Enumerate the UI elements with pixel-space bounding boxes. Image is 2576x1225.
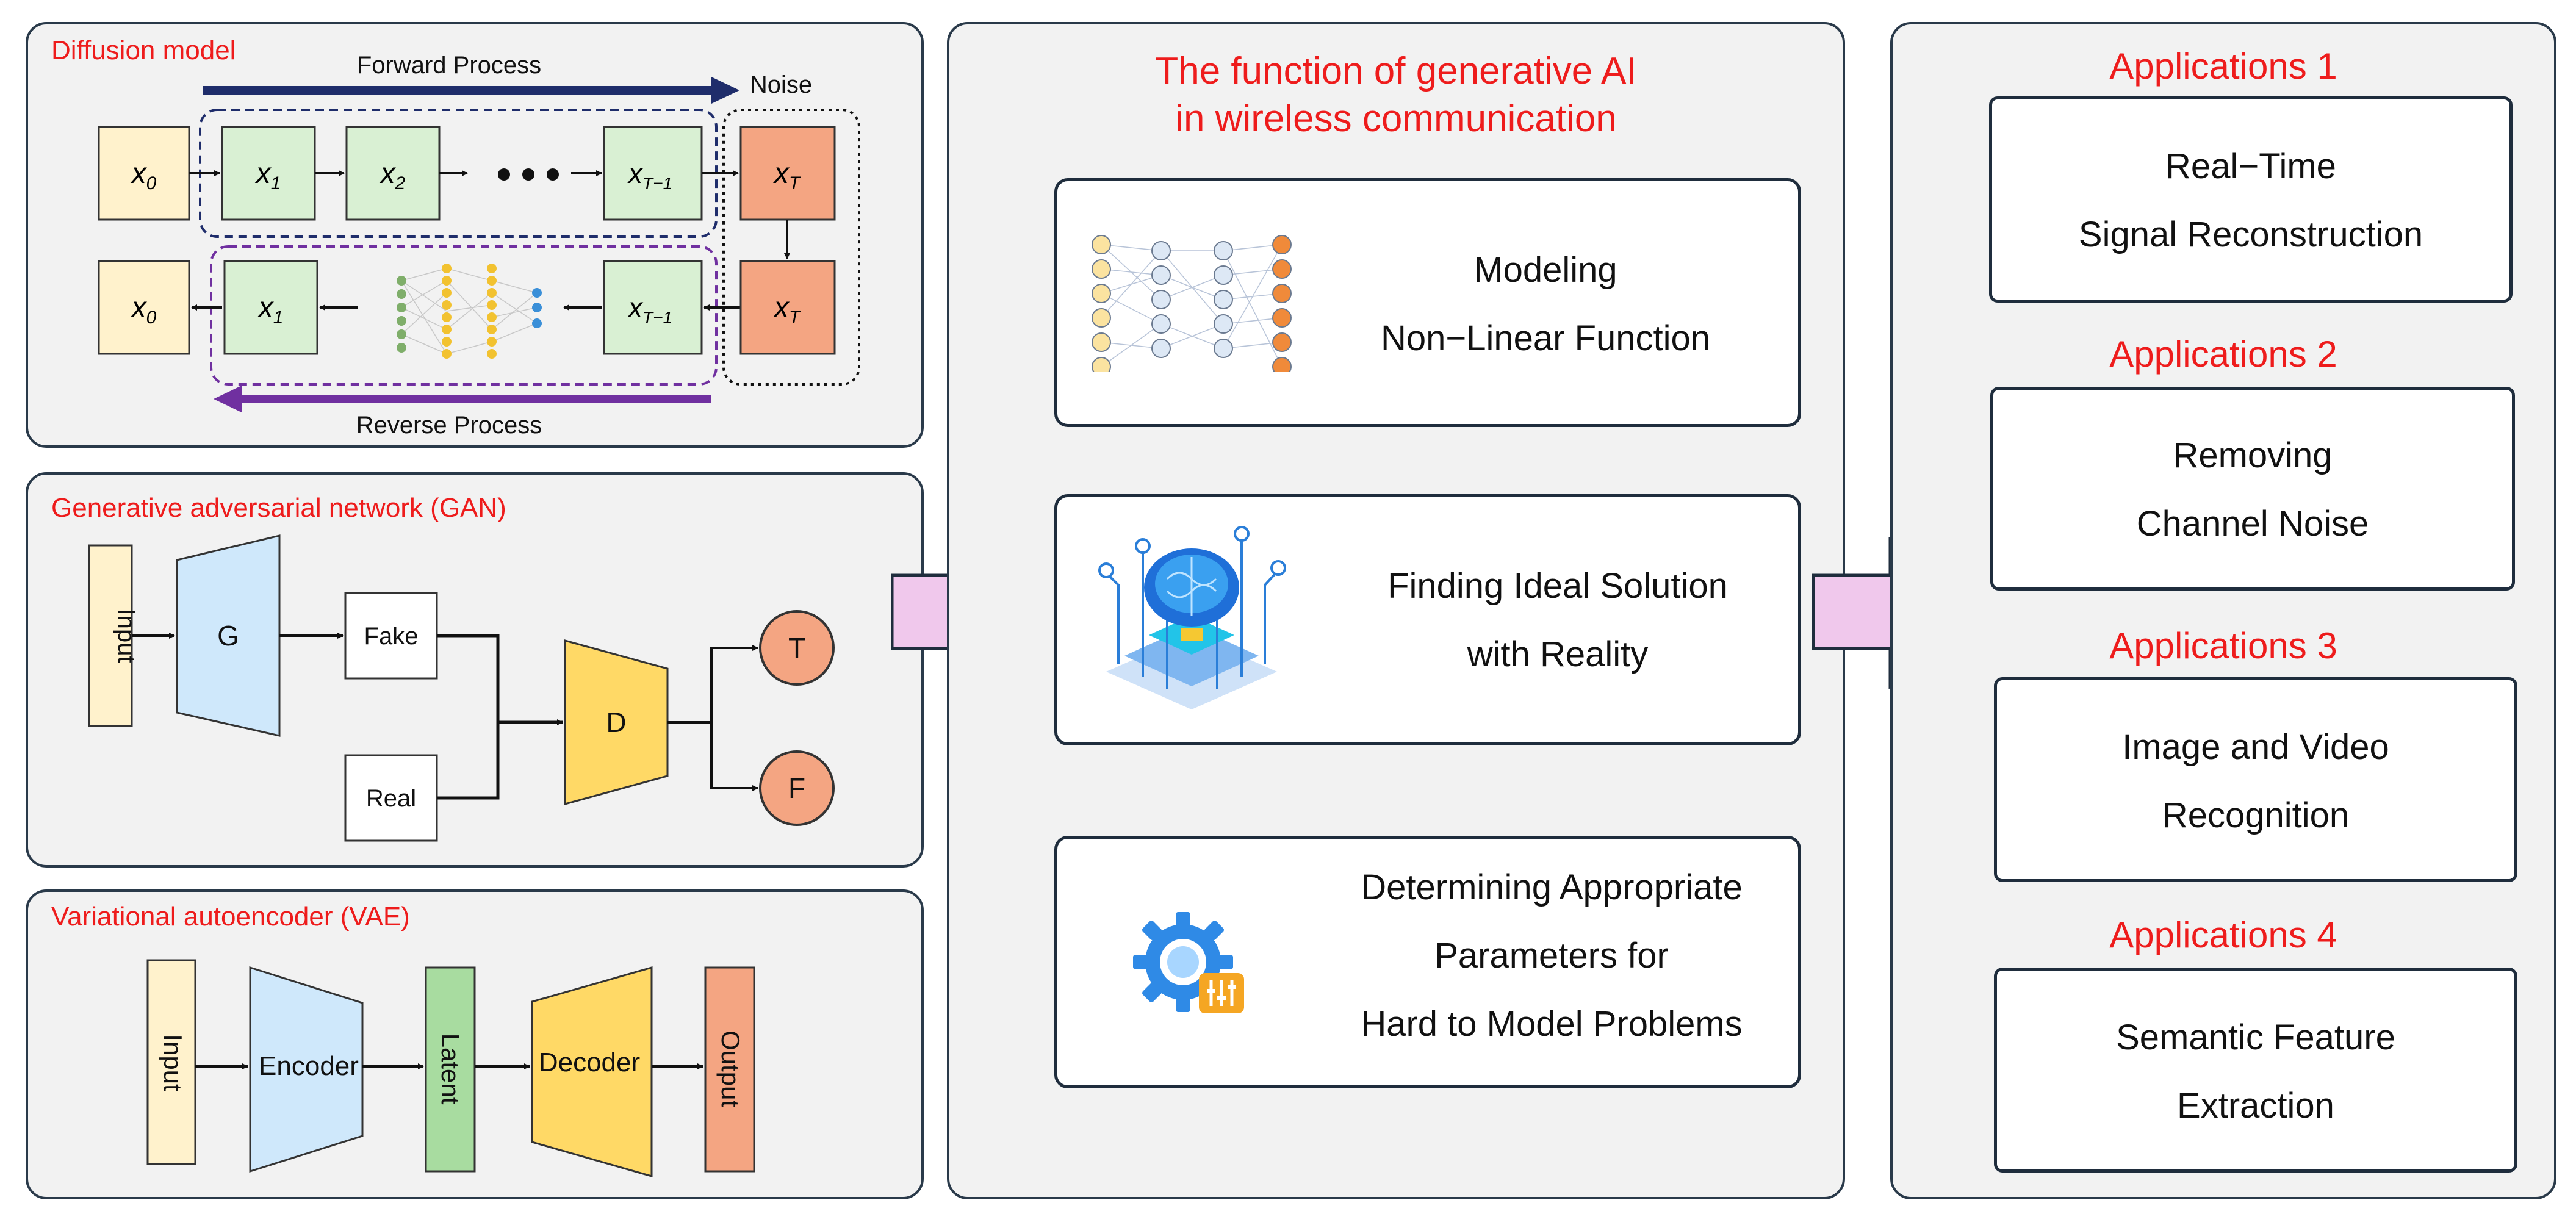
x1-node — [221, 126, 316, 221]
true-output-label: T — [788, 632, 805, 664]
application-4-card: Semantic Feature Extraction — [1994, 968, 2517, 1173]
reverse-process-label: Reverse Process — [356, 412, 542, 439]
function-card-modeling-line-1: Modeling — [1473, 250, 1617, 290]
denoising-network-icon — [401, 268, 538, 354]
vae-output-box — [704, 966, 755, 1173]
gan-diagram: Input G Fake Real D T F — [88, 534, 835, 842]
discriminator-label: D — [606, 706, 626, 738]
discriminator-shape — [564, 639, 669, 805]
decoder-label: Decoder — [539, 1047, 640, 1077]
vae-diagram: Input Encoder Latent Decoder Output — [146, 959, 755, 1177]
application-2-line-1: Removing — [2173, 436, 2333, 475]
vae-panel: Variational autoencoder (VAE) Input Enco… — [26, 889, 924, 1199]
svg-text:x1: x1 — [255, 157, 281, 193]
application-4-title: Applications 4 — [2109, 914, 2337, 955]
function-card-modeling-text: Modeling Non−Linear Function — [1326, 236, 1765, 373]
encoder-label: Encoder — [259, 1051, 359, 1081]
application-2-card: Removing Channel Noise — [1990, 387, 2515, 591]
neural-network-icon — [1092, 235, 1292, 372]
application-1-line-1: Real−Time — [2165, 146, 2336, 186]
function-card-ideal-solution: Finding Ideal Solution with Reality — [1054, 494, 1801, 745]
functions-title-line-2: in wireless communication — [1175, 98, 1617, 140]
true-output-node — [759, 610, 835, 686]
x0-node — [98, 126, 190, 221]
application-3-line-2: Recognition — [2162, 796, 2350, 835]
false-output-label: F — [788, 772, 805, 804]
false-output-node — [759, 750, 835, 826]
forward-process-label: Forward Process — [357, 52, 541, 79]
x1-reverse-node — [223, 260, 318, 355]
svg-text:xT: xT — [773, 157, 802, 193]
gan-title: Generative adversarial network (GAN) — [51, 493, 506, 523]
functions-title: The function of generative AI in wireles… — [949, 48, 1843, 143]
functions-panel: The function of generative AI in wireles… — [947, 22, 1845, 1199]
function-card-parameters-line-2: Parameters for — [1434, 936, 1669, 975]
function-card-ideal-solution-line-1: Finding Ideal Solution — [1387, 566, 1728, 606]
xT-node — [739, 126, 836, 221]
function-card-modeling: Modeling Non−Linear Function — [1054, 178, 1801, 427]
application-3-card: Image and Video Recognition — [1994, 677, 2517, 882]
application-4-line-2: Extraction — [2177, 1086, 2334, 1126]
reverse-process-arrowhead — [214, 386, 242, 412]
latent-label: Latent — [436, 1033, 465, 1105]
latent-box — [425, 966, 476, 1173]
application-4-line-1: Semantic Feature — [2116, 1018, 2395, 1057]
noise-label: Noise — [750, 71, 812, 98]
gan-panel: Generative adversarial network (GAN) Inp… — [26, 472, 924, 868]
generator-shape — [176, 534, 281, 737]
function-card-parameters-text: Determining Appropriate Parameters for H… — [1314, 853, 1790, 1058]
real-label: Real — [366, 785, 416, 812]
fake-label: Fake — [364, 623, 419, 650]
vae-output-label: Output — [716, 1030, 745, 1107]
diffusion-model-title: Diffusion model — [51, 35, 236, 65]
x2-node — [345, 126, 441, 221]
ai-brain-chip-icon — [1098, 526, 1286, 709]
xT-reverse-node — [739, 260, 836, 355]
ellipsis-dot — [498, 168, 510, 181]
vae-input-box — [146, 959, 196, 1165]
function-card-ideal-solution-line-2: with Reality — [1467, 634, 1649, 674]
application-3-title: Applications 3 — [2109, 625, 2337, 666]
function-card-modeling-line-2: Non−Linear Function — [1380, 318, 1711, 358]
xT-1-node — [603, 126, 703, 221]
application-2-line-2: Channel Noise — [2136, 504, 2369, 544]
application-1-card: Real−Time Signal Reconstruction — [1989, 96, 2513, 303]
application-1-title: Applications 1 — [2109, 46, 2337, 87]
fake-box — [344, 592, 438, 680]
applications-panel: Applications 1 Real−Time Signal Reconstr… — [1890, 22, 2556, 1199]
reverse-group-outline — [210, 245, 718, 386]
function-card-parameters-line-3: Hard to Model Problems — [1361, 1004, 1743, 1044]
diffusion-model-panel: Diffusion model Forward Process Noise x0… — [26, 22, 924, 448]
generator-label: G — [217, 620, 239, 652]
real-box — [344, 754, 438, 842]
function-card-parameters: Determining Appropriate Parameters for H… — [1054, 836, 1801, 1088]
function-card-parameters-line-1: Determining Appropriate — [1361, 868, 1743, 907]
application-2-title: Applications 2 — [2109, 334, 2337, 375]
application-3-line-1: Image and Video — [2122, 727, 2389, 767]
function-card-ideal-solution-text: Finding Ideal Solution with Reality — [1344, 552, 1771, 689]
application-1-line-2: Signal Reconstruction — [2078, 215, 2423, 254]
decoder-shape — [531, 966, 653, 1177]
forward-process-arrowhead — [711, 77, 739, 104]
vae-title: Variational autoencoder (VAE) — [51, 902, 410, 932]
diffusion-diagram: Forward Process Noise x0 x1 x2 xT−1 xT x… — [98, 52, 860, 439]
xT-1-reverse-node — [603, 260, 703, 355]
gan-input-box — [88, 544, 133, 727]
gear-settings-icon — [1133, 912, 1244, 1013]
functions-title-line-1: The function of generative AI — [1155, 50, 1637, 92]
x0-output-node — [98, 260, 190, 355]
encoder-shape — [249, 966, 364, 1173]
vae-input-label: Input — [159, 1034, 187, 1091]
